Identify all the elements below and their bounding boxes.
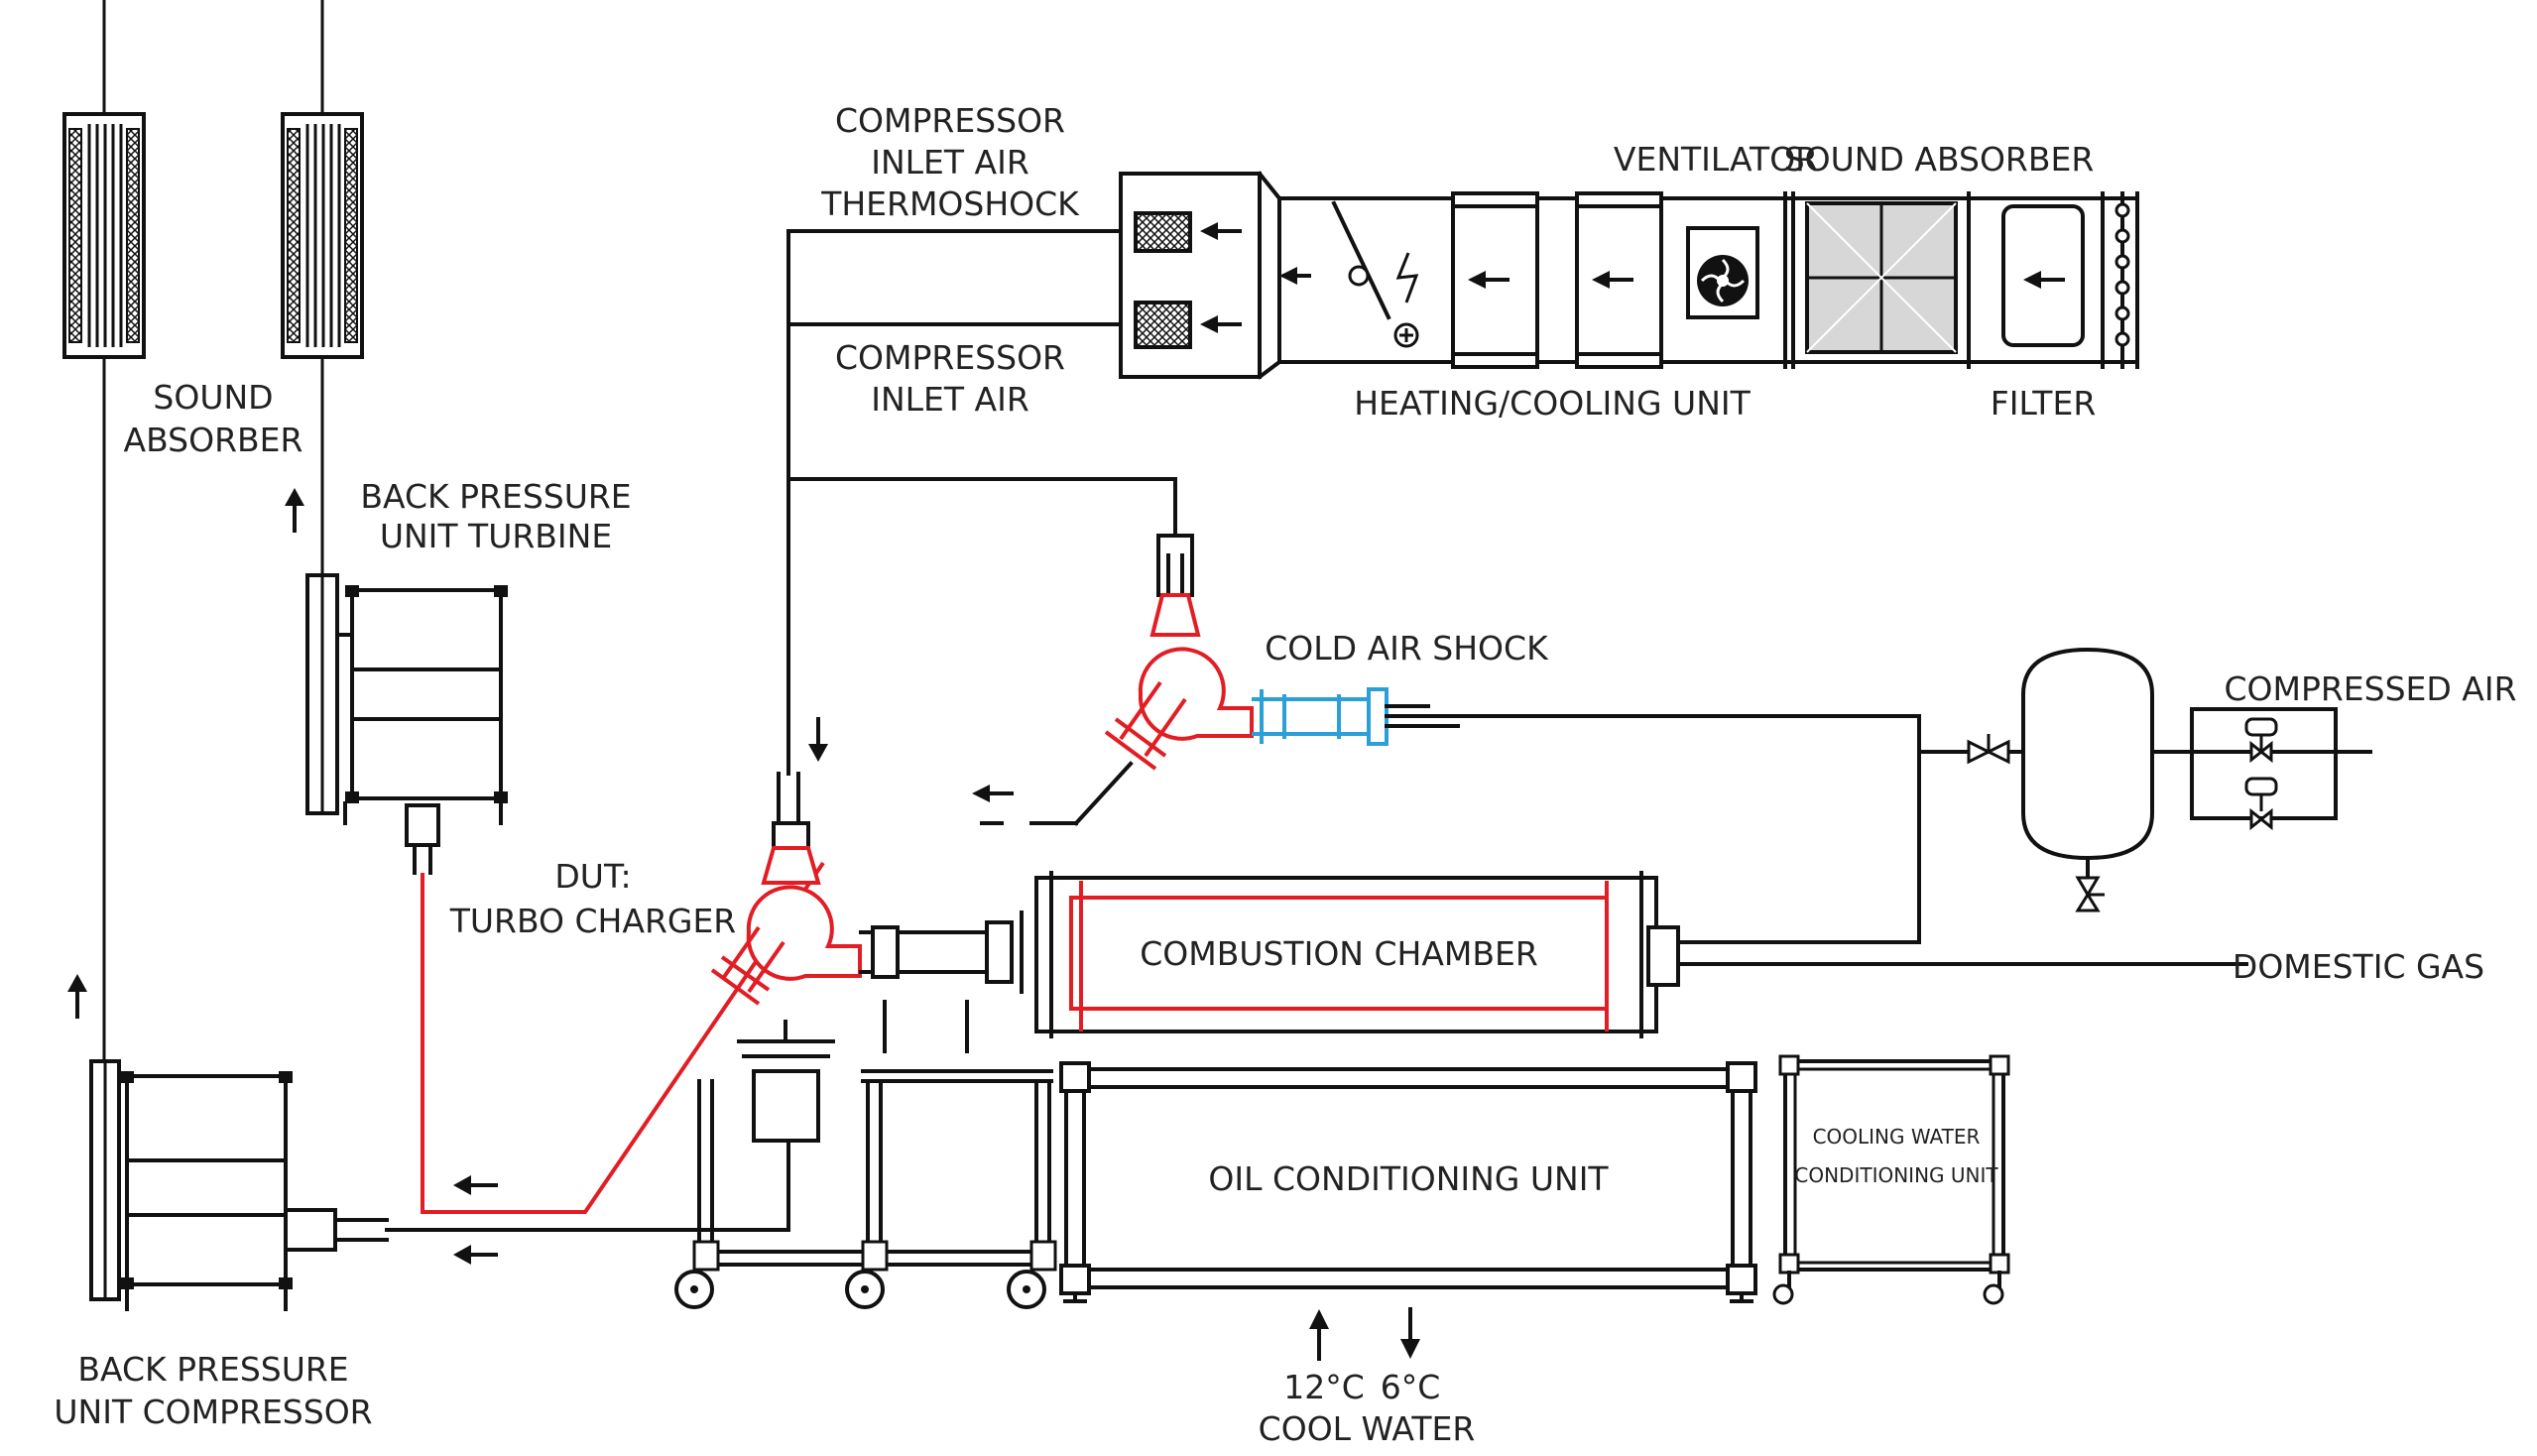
back-pressure-turbine-label-2: UNIT TURBINE — [380, 517, 612, 555]
wheel-icon — [845, 1270, 885, 1309]
valve-icon — [2075, 876, 2105, 912]
arrow-icon — [67, 974, 87, 1019]
back-pressure-compressor-label-2: UNIT COMPRESSOR — [54, 1393, 372, 1431]
dut-label-2: TURBO CHARGER — [449, 902, 736, 940]
valve-icon — [2244, 717, 2278, 764]
air-handling-unit — [1257, 171, 2139, 380]
arrow-icon — [1400, 1307, 1420, 1359]
oil-conditioning-label: OIL CONDITIONING UNIT — [1208, 1159, 1609, 1198]
dut-label-1: DUT: — [554, 857, 631, 896]
air-supply-lines — [786, 229, 1177, 776]
cool-water-label: COOL WATER — [1259, 1409, 1476, 1448]
oil-conditioning-unit — [1059, 1061, 1757, 1303]
thermoshock-label-1: COMPRESSOR — [835, 101, 1065, 140]
back-pressure-compressor-label-1: BACK PRESSURE — [77, 1350, 348, 1389]
cooling-water-label-2: CONDITIONING UNIT — [1794, 1163, 1998, 1187]
filter-label: FILTER — [1991, 384, 2097, 423]
wheel-icon — [1007, 1270, 1046, 1309]
combustion-chamber — [1034, 871, 2248, 1038]
turbine-exhaust-line — [421, 861, 825, 1214]
cooling-water-conditioning-unit — [1772, 1054, 2010, 1305]
cool-water-temp-out: 6°C — [1381, 1368, 1441, 1406]
turbo-icon — [972, 534, 1254, 826]
cold-air-shock-pipe — [1252, 687, 1921, 944]
valve-icon — [2244, 777, 2278, 831]
ventilator-label: VENTILATOR — [1614, 140, 1818, 179]
sound-absorber-left-2 — [281, 0, 364, 575]
cooling-water-label-1: COOLING WATER — [1813, 1125, 1981, 1149]
heating-cooling-label: HEATING/COOLING UNIT — [1354, 384, 1751, 423]
dut-turbo-charger — [710, 717, 1053, 1143]
arrow-icon — [285, 488, 304, 533]
inlet-air-label-2: INLET AIR — [871, 380, 1029, 419]
combustion-chamber-label: COMBUSTION CHAMBER — [1140, 934, 1538, 973]
sound-absorber-top-label: SOUND ABSORBER — [1784, 140, 2095, 179]
cold-air-shock-label: COLD AIR SHOCK — [1265, 629, 1549, 667]
sound-absorber-left-label-1: SOUND — [153, 378, 273, 417]
inlet-air-label-1: COMPRESSOR — [835, 338, 1065, 377]
fan-icon — [1686, 226, 1759, 319]
thermoshock-label-3: THERMOSHOCK — [820, 184, 1080, 223]
back-pressure-unit-compressor — [89, 1059, 389, 1311]
cool-water-temp-in: 12°C — [1283, 1368, 1365, 1406]
turbo-cart — [674, 1079, 1057, 1309]
compressed-air-system — [1917, 647, 2372, 912]
domestic-gas-label: DOMESTIC GAS — [2233, 947, 2484, 986]
back-pressure-turbine-label-1: BACK PRESSURE — [360, 477, 631, 516]
air-inlet-box — [1119, 172, 1262, 379]
wheel-icon — [674, 1270, 714, 1309]
compressor-return-line — [385, 1119, 790, 1265]
sound-absorber-left-label-2: ABSORBER — [124, 421, 303, 459]
compressed-air-label: COMPRESSED AIR — [2224, 669, 2516, 708]
sound-absorber-left-1 — [62, 0, 146, 1061]
valve-icon — [1967, 734, 2010, 765]
thermoshock-label-2: INLET AIR — [871, 143, 1029, 182]
damper-icon — [1331, 200, 1419, 348]
arrow-icon — [1309, 1309, 1329, 1361]
back-pressure-unit-turbine — [305, 573, 508, 875]
